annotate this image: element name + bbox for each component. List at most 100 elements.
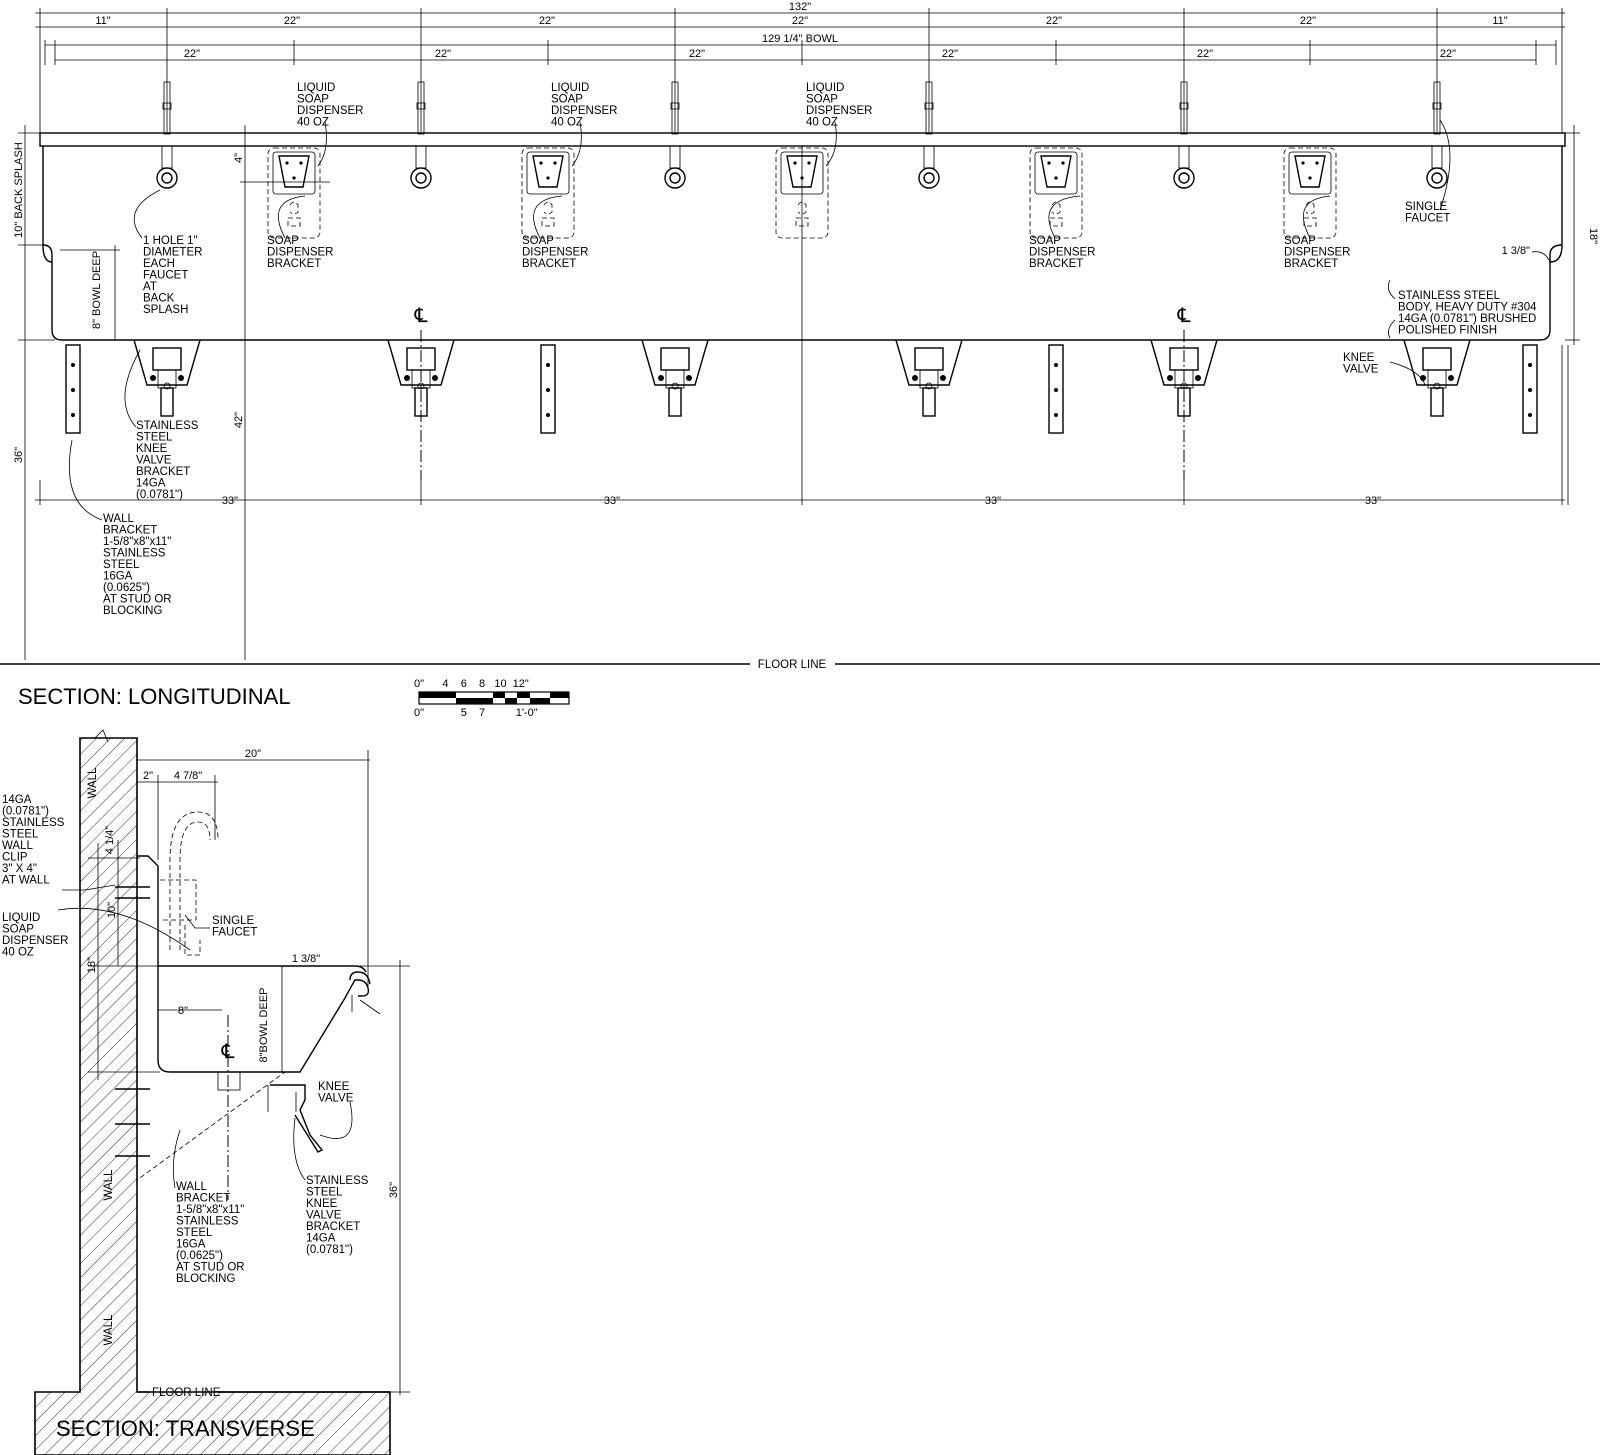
knee-valves: [133, 339, 1471, 417]
dim-depth: 20": [245, 748, 261, 760]
transverse-leaders: [57, 884, 353, 1189]
right-dimensions: 18" 1 3/8": [1502, 125, 1599, 505]
wall-label-3: WALL: [103, 1314, 115, 1345]
centerline-symbol-2: ℄: [1177, 305, 1191, 327]
faucet-3: [664, 81, 686, 189]
dim-eight: 8": [178, 1005, 188, 1017]
dim-bottom-0: 33": [222, 495, 238, 507]
dim-second-2: 22": [689, 48, 705, 60]
dim-bowl: 129 1/4" BOWL: [762, 33, 838, 45]
bottom-dimensions: 33" 33" 33" 33": [35, 340, 1565, 507]
dim-top-2: 22": [539, 15, 555, 27]
dim-two: 2": [143, 770, 153, 782]
transverse-floor-label: FLOOR LINE: [152, 1387, 221, 1399]
dim-rim: 1 3/8": [1502, 245, 1530, 257]
transverse-title: SECTION: TRANSVERSE: [56, 1416, 315, 1441]
wall-label-2: WALL: [103, 1169, 115, 1200]
floor-line-label: FLOOR LINE: [758, 659, 827, 671]
dim-top-6: 11": [1492, 15, 1507, 27]
wall-bracket-3: [1048, 344, 1064, 434]
dim-eighteen: 18": [86, 957, 98, 973]
dim-second-4: 22": [1197, 48, 1213, 60]
knee-valve-4: [895, 339, 963, 417]
dim-top-1: 22": [284, 15, 300, 27]
wall: [34, 737, 391, 1455]
scale-bar: 0" 4 6 8 10 12" 0" 5 7 1'-0": [414, 678, 570, 719]
transverse-section: WALL WALL WALL FLOOR LINE ℄: [2, 729, 410, 1455]
soap-dispenser-1: [267, 147, 321, 239]
dim-second-5: 22": [1440, 48, 1456, 60]
dim-bottom-2: 33": [985, 495, 1001, 507]
dim-height-36: 36": [13, 447, 25, 463]
faucet-4: [918, 81, 940, 189]
dim-backsplash-top: 4": [233, 153, 245, 163]
knee-valve-6: [1403, 339, 1471, 417]
dim-bottom-1: 33": [604, 495, 620, 507]
dim-bowl-depth: 8" BOWL DEEP: [91, 251, 103, 329]
wall-bracket-2: [540, 344, 556, 434]
fasteners: [115, 886, 150, 1157]
wall-label-1: WALL: [87, 767, 99, 798]
dim-height-18: 18": [1587, 228, 1599, 244]
transverse-wall-bracket: [136, 1071, 286, 1181]
soap-dispenser-2: [521, 147, 575, 239]
soap-dispenser-5: [1283, 147, 1337, 239]
wall-brackets: [65, 344, 1538, 434]
longitudinal-title: SECTION: LONGITUDINAL: [18, 684, 291, 709]
centerline-symbol-1: ℄: [414, 305, 428, 327]
dim-second-3: 22": [942, 48, 958, 60]
faucet-5: [1173, 81, 1195, 189]
faucet-2: [410, 81, 432, 189]
dim-backsplash: 10" BACK SPLASH: [13, 142, 25, 238]
knee-valve-3: [641, 339, 709, 417]
longitudinal-section: 132" 129 1/4" BOWL 11" 22" 22" 22" 22" 2…: [0, 1, 1600, 709]
left-dimensions: 10" BACK SPLASH 4" 36" 42" 8" BOWL DEEP: [13, 125, 330, 660]
dim-top-0: 11": [95, 15, 110, 27]
faucet-6: [1426, 81, 1448, 189]
dim-four-78: 4 7/8": [174, 770, 202, 782]
scale-top-labels: 0" 4 6 8 10 12": [414, 678, 529, 690]
soap-dispenser-4: [1029, 147, 1083, 239]
dim-second-1: 22": [435, 48, 451, 60]
dim-ten: 10": [106, 902, 118, 918]
dim-bottom-3: 33": [1365, 495, 1381, 507]
dim-second-0: 22": [184, 48, 200, 60]
dim-rim-transverse: 1 3/8": [292, 953, 320, 965]
faucet-1: [156, 81, 178, 189]
transverse-dimensions: 20" 2" 4 7/8" 4 1/4" 10" 18" 8" 8"BOWL D…: [86, 748, 410, 1395]
transverse-faucet: [160, 811, 219, 950]
knee-valve-1: [133, 339, 201, 417]
faucets: [156, 81, 1448, 189]
dim-top-5: 22": [1300, 15, 1316, 27]
dim-height-42: 42": [233, 412, 245, 428]
dim-top-4: 22": [1046, 15, 1062, 27]
soap-dispenser-3: [775, 147, 829, 239]
dim-four-14: 4 1/4": [104, 826, 116, 854]
dim-top-3: 22": [792, 15, 808, 27]
scale-bottom-labels: 0" 5 7 1'-0": [414, 707, 538, 719]
wall-bracket-1: [65, 344, 81, 434]
wall-bracket-4: [1522, 344, 1538, 434]
